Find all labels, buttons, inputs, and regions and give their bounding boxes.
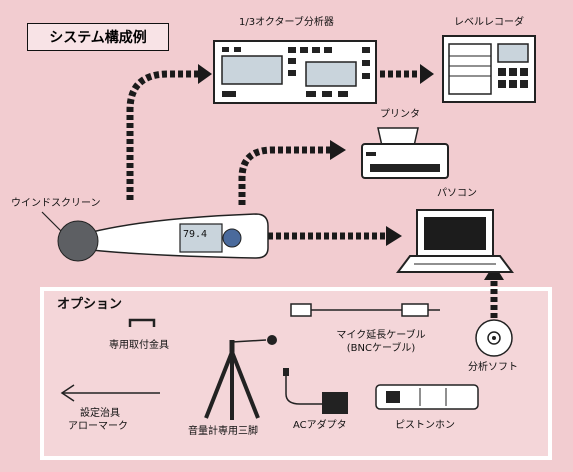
arrow-meter-to-analyzer — [126, 70, 198, 200]
arrow-head-printer — [330, 140, 346, 160]
options-panel — [40, 287, 552, 460]
cable-label-line2: (BNCケーブル) — [346, 343, 416, 354]
sound-level-meter — [41, 211, 269, 262]
diagram-title: システム構成例 — [27, 23, 169, 51]
windscreen-label: ウインドスクリーン — [11, 198, 101, 209]
tool-label-line2: アローマーク — [68, 421, 128, 432]
connection-arrows — [126, 70, 498, 318]
software-disc-item — [475, 319, 513, 357]
arrow-head-pc — [386, 226, 402, 246]
pc-device — [396, 209, 514, 273]
tool-label-line1: 設定治具 — [80, 408, 120, 419]
analyzer-screen-left — [221, 55, 283, 85]
tripod-item — [204, 339, 267, 420]
analyzer-label: 1/3オクターブ分析器 — [239, 17, 334, 28]
bracket-item — [128, 318, 156, 327]
cable-label-line1: マイク延長ケーブル — [336, 330, 426, 341]
ac-adapter-item — [283, 368, 348, 414]
meter-display — [179, 223, 223, 253]
meter-reading: 79.4 — [183, 229, 208, 240]
pc-label: パソコン — [437, 188, 477, 199]
software-label: 分析ソフト — [468, 362, 518, 373]
ac-adapter-label: ACアダプタ — [293, 420, 347, 431]
printer-device — [361, 127, 449, 179]
arrow-head-analyzer — [198, 64, 212, 84]
bracket-label: 専用取付金具 — [109, 340, 169, 351]
bnc-cable-item — [290, 303, 440, 317]
arrow-heads — [198, 64, 504, 280]
level-recorder-device — [442, 35, 536, 103]
analyzer-device — [213, 40, 377, 104]
recorder-label: レベルレコーダ — [454, 17, 524, 28]
options-heading: オプション — [57, 297, 123, 312]
pistonphone-item — [375, 384, 479, 410]
analyzer-screen-right — [305, 61, 357, 87]
windscreen — [57, 220, 99, 262]
windscreen-pointer — [41, 211, 63, 233]
arrow-head-recorder — [420, 64, 434, 84]
recorder-paper-window — [448, 43, 492, 95]
arrow-mark-item — [60, 384, 160, 402]
tripod-label: 音量計専用三脚 — [188, 426, 258, 437]
printer-label: プリンタ — [380, 109, 420, 120]
arrow-meter-to-printer — [238, 146, 330, 205]
pistonphone-label: ピストンホン — [395, 420, 455, 431]
